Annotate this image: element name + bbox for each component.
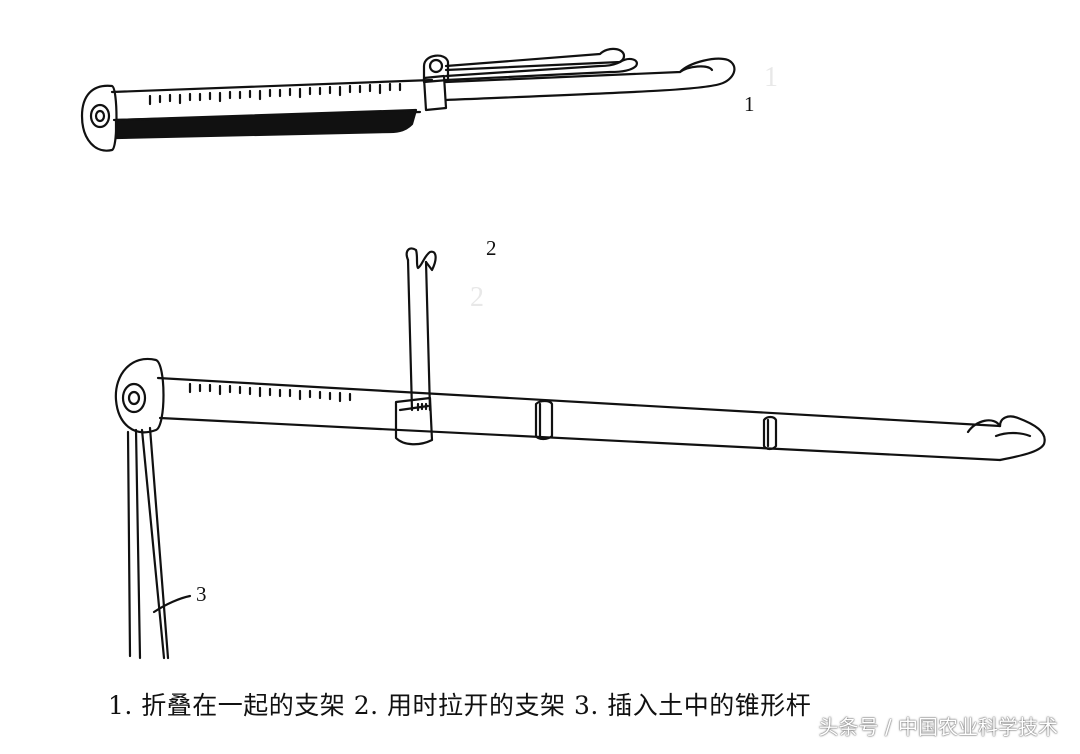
folded-stand-strip bbox=[114, 108, 418, 140]
label-2: 2 bbox=[486, 236, 497, 260]
ground-spike-right bbox=[140, 426, 170, 660]
folded-stand-end-cap bbox=[80, 84, 118, 152]
folded-stand bbox=[80, 47, 736, 152]
figure-caption: 1. 折叠在一起的支架 2. 用时拉开的支架 3. 插入土中的锥形杆 bbox=[108, 691, 812, 720]
opened-stand-tube bbox=[156, 376, 1002, 462]
upright-arm-sleeve bbox=[394, 396, 434, 446]
opened-stand-end-cap bbox=[114, 357, 165, 434]
upright-arm-fork bbox=[405, 247, 437, 272]
upright-arm bbox=[406, 258, 432, 412]
label-3: 3 bbox=[196, 582, 207, 606]
opened-stand bbox=[114, 247, 1046, 660]
folded-stand-cap-hole bbox=[89, 103, 111, 129]
label-1: 1 bbox=[744, 92, 755, 116]
sleeve-ring-1 bbox=[534, 399, 554, 441]
folded-stand-collar bbox=[422, 74, 448, 112]
opened-stand-cap-hole bbox=[121, 382, 147, 414]
sleeve-ring-2 bbox=[762, 415, 778, 451]
ground-spike-left bbox=[126, 428, 142, 660]
watermark: 头条号 / 中国农业科学技术 bbox=[818, 715, 1058, 739]
